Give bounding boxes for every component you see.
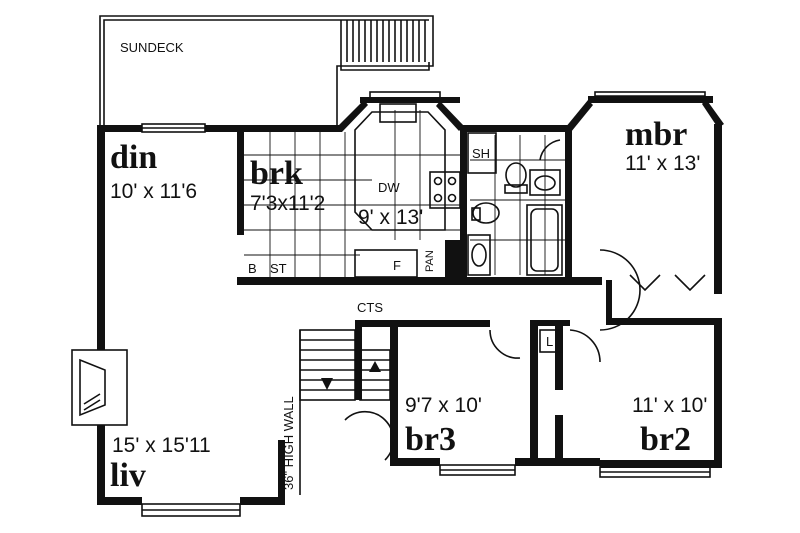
liv-room-dims: 15' x 15'11 — [112, 434, 211, 457]
fridge-label: F — [393, 258, 401, 273]
br2-room-name: br2 — [640, 421, 691, 458]
liv-room-name: liv — [110, 457, 146, 494]
shower-label: SH — [472, 146, 490, 161]
br3-room-dims: 9'7 x 10' — [405, 394, 482, 417]
kitchen-tile-floor — [244, 110, 460, 278]
sundeck-outline — [99, 15, 434, 127]
door-swings — [344, 139, 706, 461]
deck-stairs — [340, 20, 430, 71]
cooktop — [429, 171, 461, 209]
brk-room-dims: 7'3x11'2 — [250, 192, 325, 215]
master-toilet — [504, 162, 528, 194]
sundeck-label: SUNDECK — [120, 40, 184, 55]
mbr-room-name: mbr — [625, 116, 687, 153]
bath-toilet — [471, 202, 500, 224]
half-wall-label: 36" HIGH WALL — [281, 396, 296, 490]
windows — [141, 91, 711, 517]
kitchen-sink — [379, 103, 417, 123]
brk-counter — [354, 249, 418, 278]
kitchen-island — [354, 111, 446, 231]
br3-room-name: br3 — [405, 421, 456, 458]
kitchen-room-dims: 9' x 13' — [358, 206, 423, 229]
bench-label: B — [248, 261, 257, 276]
bathtub — [526, 204, 563, 276]
stairs-down-arrow-icon — [321, 378, 333, 390]
brk-room-name: brk — [250, 155, 303, 192]
linen-closet — [539, 329, 563, 353]
dishwasher-label: DW — [378, 180, 400, 195]
storage-label: ST — [270, 261, 287, 276]
bath-shower — [467, 132, 497, 174]
cts-label: CTS — [357, 300, 383, 315]
fireplace — [71, 349, 128, 426]
din-room-dims: 10' x 11'6 — [110, 180, 197, 203]
stairs-up-arrow-icon — [369, 361, 381, 372]
din-room-name: din — [110, 139, 157, 176]
br2-room-dims: 11' x 10' — [632, 394, 707, 417]
pantry-label: PAN — [424, 250, 436, 272]
linen-label: L — [546, 334, 553, 349]
bath-vanity — [467, 234, 491, 276]
master-sink — [529, 169, 561, 196]
mbr-room-dims: 11' x 13' — [625, 152, 700, 175]
